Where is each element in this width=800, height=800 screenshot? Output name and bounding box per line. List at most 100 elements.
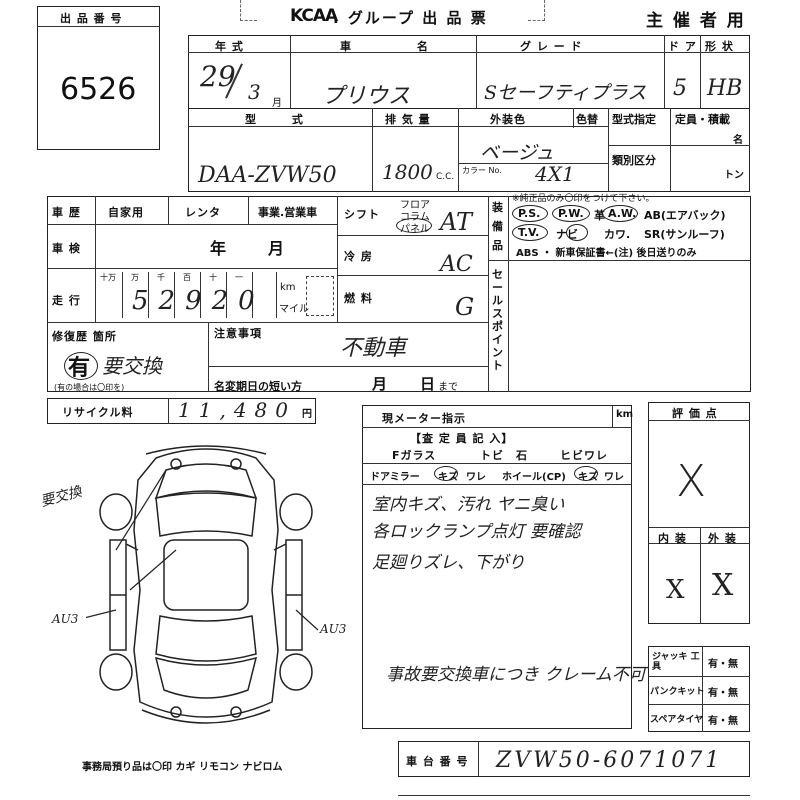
exterior-label: 外 装 bbox=[708, 532, 737, 545]
spare-label: スペアタイヤ bbox=[650, 715, 704, 725]
ac-value: AC bbox=[440, 252, 473, 277]
inspect-line3: 足廻りズレ、下がり bbox=[372, 553, 525, 573]
shape-label: 形 状 bbox=[705, 40, 734, 53]
color-label: 外装色 bbox=[490, 113, 526, 126]
digit-label-1: 万 bbox=[131, 273, 139, 282]
model-label: 型 式 bbox=[245, 113, 304, 126]
spec-label: 型式指定 bbox=[612, 113, 656, 126]
colorno-label: 色替 bbox=[576, 113, 598, 126]
history-label: 車 歴 bbox=[52, 206, 81, 219]
interior-value: X bbox=[666, 575, 685, 605]
chassis-value: ZVW50-6071071 bbox=[496, 748, 723, 773]
repair-detail: 要交換 bbox=[102, 354, 162, 378]
diagram-note-3: AU3 bbox=[320, 622, 347, 636]
hibiware[interactable]: ヒビワレ bbox=[560, 449, 608, 462]
score-box bbox=[648, 402, 750, 624]
equip-ab[interactable]: AB(エアバック) bbox=[644, 209, 726, 222]
recycle-value: 11,480 bbox=[178, 398, 296, 422]
inspect-title: 【査 定 員 記 入】 bbox=[410, 432, 514, 445]
wheel-ware[interactable]: ワレ bbox=[604, 472, 624, 483]
colorno-prefix: カラー No. bbox=[462, 166, 502, 175]
disp-value: 1800 bbox=[382, 160, 433, 184]
caution-short: 名変期日の短い方 bbox=[214, 380, 302, 393]
km-unit: km bbox=[280, 282, 296, 293]
inspection-label: 車 検 bbox=[52, 242, 81, 255]
recycle-box bbox=[47, 398, 316, 424]
jack-yn[interactable]: 有・無 bbox=[708, 659, 738, 670]
chassis-label: 車 台 番 号 bbox=[406, 755, 469, 768]
equip-note: ※純正品のみ〇印をつけて下さい。 bbox=[512, 194, 655, 204]
equip-sr[interactable]: SR(サンルーフ) bbox=[644, 228, 725, 241]
door-mirror[interactable]: ドアミラー bbox=[370, 472, 420, 483]
score-label: 評 価 点 bbox=[672, 407, 718, 420]
sales-label: セールスポイント bbox=[492, 268, 503, 372]
cc-unit: C.C. bbox=[436, 172, 455, 182]
caution-value: 不動車 bbox=[340, 336, 407, 361]
form-title: . グループ 出 品 票 bbox=[333, 9, 488, 27]
shift-floor[interactable]: フロア bbox=[400, 200, 430, 211]
puncture-yn[interactable]: 有・無 bbox=[708, 688, 738, 699]
jack-label: ジャッキ 工 具 bbox=[652, 652, 700, 672]
meter-label: 現メーター指示 bbox=[382, 412, 466, 425]
seat-label: 定員・積載 bbox=[675, 113, 730, 126]
door-value: 5 bbox=[673, 76, 687, 101]
ton-unit: トン bbox=[724, 170, 744, 181]
name-label: 車 名 bbox=[340, 40, 429, 53]
month-unit: 月 bbox=[272, 98, 282, 109]
score-value: X bbox=[676, 456, 707, 507]
inspection-month: 月 bbox=[268, 239, 285, 258]
digit-label-4: 十 bbox=[209, 273, 217, 282]
recycle-label: リサイクル料 bbox=[62, 406, 134, 419]
mirror-ware[interactable]: ワレ bbox=[466, 472, 486, 483]
year-label: 年 式 bbox=[215, 40, 244, 53]
caution-month: 月 bbox=[372, 375, 388, 393]
ac-label: 冷 房 bbox=[344, 250, 373, 263]
model-value: DAA-ZVW50 bbox=[198, 163, 337, 188]
tobi[interactable]: トビ bbox=[480, 449, 504, 462]
tools-box bbox=[648, 646, 750, 732]
lot-label: 出 品 番 号 bbox=[60, 12, 123, 25]
color-value: ベージュ bbox=[480, 142, 555, 164]
grade-label: グ レ ー ド bbox=[520, 40, 583, 53]
digit-label-5: 一 bbox=[235, 273, 243, 282]
colorno-value: 4X1 bbox=[535, 162, 575, 186]
history-business[interactable]: 事業.営業車 bbox=[258, 206, 318, 219]
wheel[interactable]: ホイール(CP) bbox=[502, 472, 566, 483]
month-value: 3 bbox=[248, 80, 261, 104]
mile-unit: マイル bbox=[279, 304, 309, 315]
recycle-unit: 円 bbox=[302, 409, 312, 420]
history-private[interactable]: 自家用 bbox=[108, 206, 144, 219]
logo: KCAA bbox=[290, 6, 338, 26]
inspection-year: 年 bbox=[210, 239, 227, 258]
host-label: 主 催 者 用 bbox=[646, 11, 746, 31]
inspect-line1: 室内キズ、汚れ ヤニ臭い bbox=[372, 495, 565, 515]
inspect-line2: 各ロックランプ点灯 要確認 bbox=[372, 522, 581, 542]
diagram-note-2: AU3 bbox=[52, 612, 79, 626]
equip-abs[interactable]: ABS ・ 新車保証書←(注) 後日送りのみ bbox=[516, 248, 697, 259]
chassis-box bbox=[398, 741, 750, 777]
class-label: 類別区分 bbox=[612, 154, 656, 167]
spare-yn[interactable]: 有・無 bbox=[708, 716, 738, 727]
door-label: ド ア bbox=[668, 40, 697, 53]
equip-leather[interactable]: 革 bbox=[594, 209, 605, 222]
caution-label: 注意事項 bbox=[214, 327, 262, 340]
inspect-box bbox=[362, 405, 632, 729]
lot-number: 6526 bbox=[60, 72, 137, 107]
f-glass[interactable]: Fガラス bbox=[392, 449, 437, 462]
car-diagram bbox=[86, 445, 319, 724]
puncture-label: パンクキット bbox=[650, 687, 705, 697]
shift-value: AT bbox=[440, 208, 473, 236]
equip-kawa[interactable]: カワ. bbox=[604, 228, 631, 241]
main-table bbox=[47, 196, 751, 392]
caution-day: 日 bbox=[420, 375, 436, 393]
digit-label-0: 十万 bbox=[100, 273, 116, 282]
interior-label: 内 装 bbox=[658, 532, 687, 545]
ishi[interactable]: 石 bbox=[516, 449, 528, 462]
grade-value: Sセーフティプラス bbox=[484, 82, 647, 104]
repair-note: (有の場合は〇印を) bbox=[54, 383, 125, 392]
caution-tail: まで bbox=[438, 382, 458, 393]
digit-label-2: 千 bbox=[157, 273, 165, 282]
diagram-note-1: 要交換 bbox=[38, 483, 84, 511]
digit-label-3: 百 bbox=[183, 273, 191, 282]
history-rental[interactable]: レンタ bbox=[185, 206, 221, 219]
